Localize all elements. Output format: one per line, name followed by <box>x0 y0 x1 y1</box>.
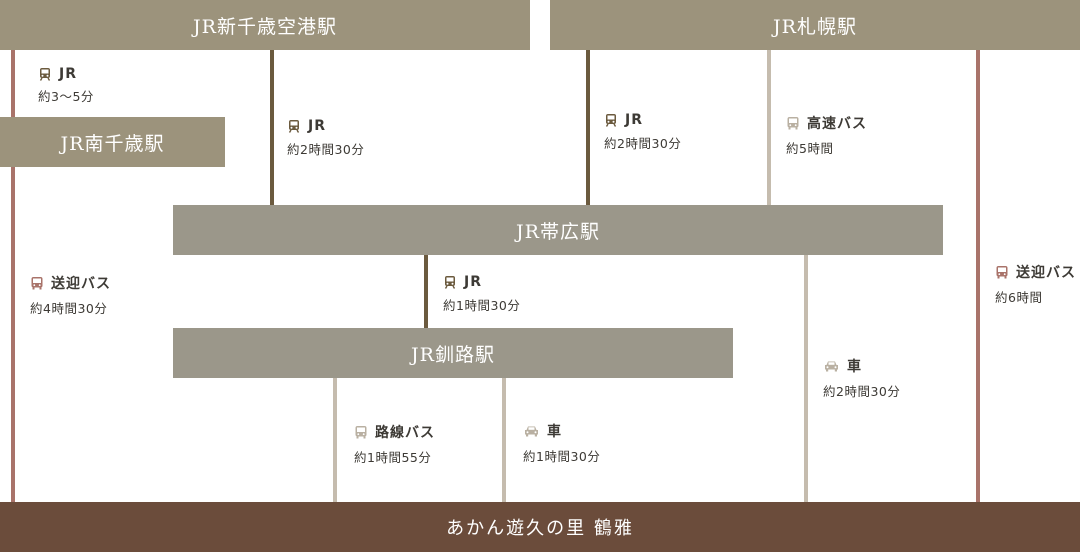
route-label-sapporo-obihiro-bus: 高速バス 約5時間 <box>786 113 867 157</box>
station-kushiro: JR釧路駅 <box>173 328 733 378</box>
station-shin-chitose: JR新千歳空港駅 <box>0 0 530 50</box>
car-icon <box>823 359 840 373</box>
route-mode: JR <box>625 112 643 128</box>
route-label-chitose-shuttle: 送迎バス 約4時間30分 <box>30 273 111 317</box>
jr-line-chitose-obihiro <box>270 50 274 205</box>
route-mode: 路線バス <box>375 425 435 441</box>
station-sapporo: JR札幌駅 <box>550 0 1080 50</box>
route-time: 約1時間30分 <box>523 449 601 464</box>
destination-tsurugatotel: あかん遊久の里 鶴雅 <box>0 502 1080 552</box>
bus-icon <box>786 116 800 130</box>
bus-icon <box>995 265 1009 279</box>
route-label-chitose-obihiro: JR 約2時間30分 <box>287 118 364 158</box>
route-time: 約2時間30分 <box>823 384 901 399</box>
car-icon <box>523 424 540 438</box>
jr-line-obihiro-kushiro <box>424 255 428 328</box>
shuttle-line-sapporo <box>976 50 980 502</box>
route-mode: JR <box>464 274 482 290</box>
train-icon <box>38 67 52 81</box>
route-time: 約1時間55分 <box>354 450 432 465</box>
train-icon <box>287 119 301 133</box>
route-mode: JR <box>308 118 326 134</box>
route-label-kushiro-bus: 路線バス 約1時間55分 <box>354 422 435 466</box>
route-mode: 車 <box>847 359 862 375</box>
station-obihiro: JR帯広駅 <box>173 205 943 255</box>
route-label-sapporo-obihiro-jr: JR 約2時間30分 <box>604 112 681 152</box>
route-mode: 送迎バス <box>1016 265 1076 281</box>
route-label-obihiro-kushiro: JR 約1時間30分 <box>443 274 520 314</box>
route-label-sapporo-shuttle: 送迎バス 約6時間 <box>995 262 1076 306</box>
route-label-obihiro-car: 車 約2時間30分 <box>823 356 900 400</box>
route-time: 約6時間 <box>995 290 1043 305</box>
route-mode: 高速バス <box>807 116 867 132</box>
bus-line-sapporo-obihiro <box>767 50 771 205</box>
shuttle-line-chitose <box>11 50 15 502</box>
car-line-obihiro <box>804 255 808 502</box>
bus-icon <box>354 425 368 439</box>
route-time: 約1時間30分 <box>443 298 521 313</box>
bus-icon <box>30 276 44 290</box>
route-label-chitose-minami: JR 約3～5分 <box>38 66 94 105</box>
route-label-kushiro-car: 車 約1時間30分 <box>523 421 600 465</box>
station-minami-chitose: JR南千歳駅 <box>0 117 225 167</box>
route-time: 約3～5分 <box>38 89 94 104</box>
route-mode: 送迎バス <box>51 276 111 292</box>
bus-line-kushiro <box>333 378 337 502</box>
route-time: 約5時間 <box>786 141 834 156</box>
route-time: 約4時間30分 <box>30 301 108 316</box>
jr-line-sapporo-obihiro <box>586 50 590 205</box>
route-mode: 車 <box>547 424 562 440</box>
route-time: 約2時間30分 <box>287 142 365 157</box>
train-icon <box>443 275 457 289</box>
route-mode: JR <box>59 66 77 82</box>
route-time: 約2時間30分 <box>604 136 682 151</box>
car-line-kushiro <box>502 378 506 502</box>
train-icon <box>604 113 618 127</box>
